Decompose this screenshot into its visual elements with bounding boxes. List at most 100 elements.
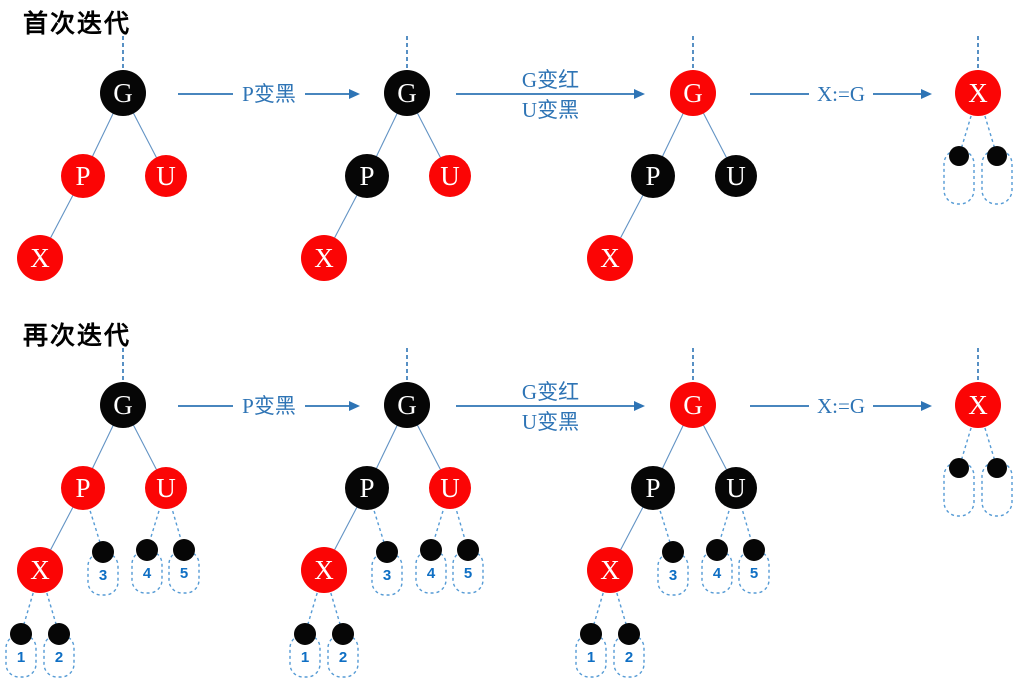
leaf-dot [987, 458, 1007, 478]
leaf-number: 5 [180, 565, 188, 582]
leaf-number: 2 [625, 649, 633, 666]
arrow-head-icon [349, 401, 360, 411]
node-letter-G: G [397, 78, 417, 108]
tree-node-X [301, 235, 347, 281]
node-letter-U: U [440, 161, 460, 191]
node-letter-G: G [113, 390, 133, 420]
node-letter-P: P [359, 473, 374, 503]
leaf-edge-dash [39, 569, 60, 635]
tree-node-X [301, 547, 347, 593]
iteration-2-title: 再次迭代 [23, 323, 132, 350]
leaf-number: 1 [301, 649, 309, 666]
node-letter-X: X [314, 555, 334, 585]
node-letter-P: P [75, 473, 90, 503]
tree-node-result [955, 70, 1001, 116]
arrow-label-bottom: U变黑 [522, 410, 579, 434]
leaf-edge-dash [366, 487, 388, 553]
iteration-1-title: 首次迭代 [23, 11, 132, 38]
leaf-edge-dash [590, 569, 611, 635]
arrow-label: X:=G [817, 394, 865, 418]
leaf-edge-dash [304, 569, 325, 635]
node-letter-P: P [645, 473, 660, 503]
node-letter-X: X [314, 243, 334, 273]
leaf-number: 2 [339, 649, 347, 666]
tree-node-P [631, 466, 675, 510]
leaf-number: 2 [55, 649, 63, 666]
arrow-label: X:=G [817, 82, 865, 106]
tree-node-X [587, 235, 633, 281]
leaf-dot [294, 623, 316, 645]
leaf-dot [332, 623, 354, 645]
tree-node-U [429, 155, 471, 197]
leaf-dot [662, 541, 684, 563]
tree-node-X [587, 547, 633, 593]
tree-node-P [61, 466, 105, 510]
tree-node-U [145, 467, 187, 509]
tree-node-U [145, 155, 187, 197]
leaf-edge-dash [165, 487, 185, 551]
leaf-dot [580, 623, 602, 645]
arrow-head-icon [634, 89, 645, 99]
leaf-dot [92, 541, 114, 563]
leaf-dot [618, 623, 640, 645]
leaf-edge-dash [82, 487, 104, 553]
leaf-dot [420, 539, 442, 561]
node-letter-U: U [726, 473, 746, 503]
node-letter-G: G [683, 78, 703, 108]
tree-node-G [670, 382, 716, 428]
leaf-dot [949, 146, 969, 166]
node-letter-P: P [75, 161, 90, 191]
node-letter-result: X [968, 390, 988, 420]
leaf-number: 4 [143, 565, 152, 582]
tree-node-G [670, 70, 716, 116]
tree-node-P [631, 154, 675, 198]
node-letter-U: U [156, 161, 176, 191]
leaf-number: 1 [17, 649, 25, 666]
leaf-edge-dash [977, 92, 998, 157]
leaf-dot [10, 623, 32, 645]
tree-node-U [715, 155, 757, 197]
leaf-edge-dash [323, 569, 344, 635]
arrow-head-icon [634, 401, 645, 411]
leaf-edge-dash [609, 569, 630, 635]
leaf-edge-dash [652, 487, 674, 553]
tree-node-P [61, 154, 105, 198]
leaf-dot [376, 541, 398, 563]
tree-node-G [384, 70, 430, 116]
leaf-edge-dash [449, 487, 469, 551]
leaf-number: 4 [427, 565, 436, 582]
arrow-label: P变黑 [242, 82, 296, 106]
node-letter-P: P [359, 161, 374, 191]
node-letter-X: X [600, 555, 620, 585]
leaf-number: 5 [750, 565, 758, 582]
arrow-head-icon [921, 89, 932, 99]
leaf-edge-dash [958, 404, 979, 469]
arrow-label-bottom: U变黑 [522, 98, 579, 122]
leaf-number: 3 [669, 567, 677, 584]
leaf-number: 4 [713, 565, 722, 582]
node-letter-X: X [30, 243, 50, 273]
arrow-label-top: G变红 [522, 380, 579, 404]
node-letter-G: G [683, 390, 703, 420]
leaf-edge-dash [20, 569, 41, 635]
tree-node-G [100, 70, 146, 116]
leaf-dot [987, 146, 1007, 166]
tree-node-G [100, 382, 146, 428]
node-letter-G: G [113, 78, 133, 108]
leaf-dot [706, 539, 728, 561]
leaf-dot [136, 539, 158, 561]
node-letter-G: G [397, 390, 417, 420]
tree-node-X [17, 235, 63, 281]
tree-node-P [345, 154, 389, 198]
leaf-number: 3 [99, 567, 107, 584]
node-letter-X: X [600, 243, 620, 273]
leaf-edge-dash [735, 487, 755, 551]
node-letter-P: P [645, 161, 660, 191]
tree-node-G [384, 382, 430, 428]
node-letter-X: X [30, 555, 50, 585]
leaf-edge-dash [977, 404, 998, 469]
leaf-number: 5 [464, 565, 472, 582]
leaf-dot [743, 539, 765, 561]
